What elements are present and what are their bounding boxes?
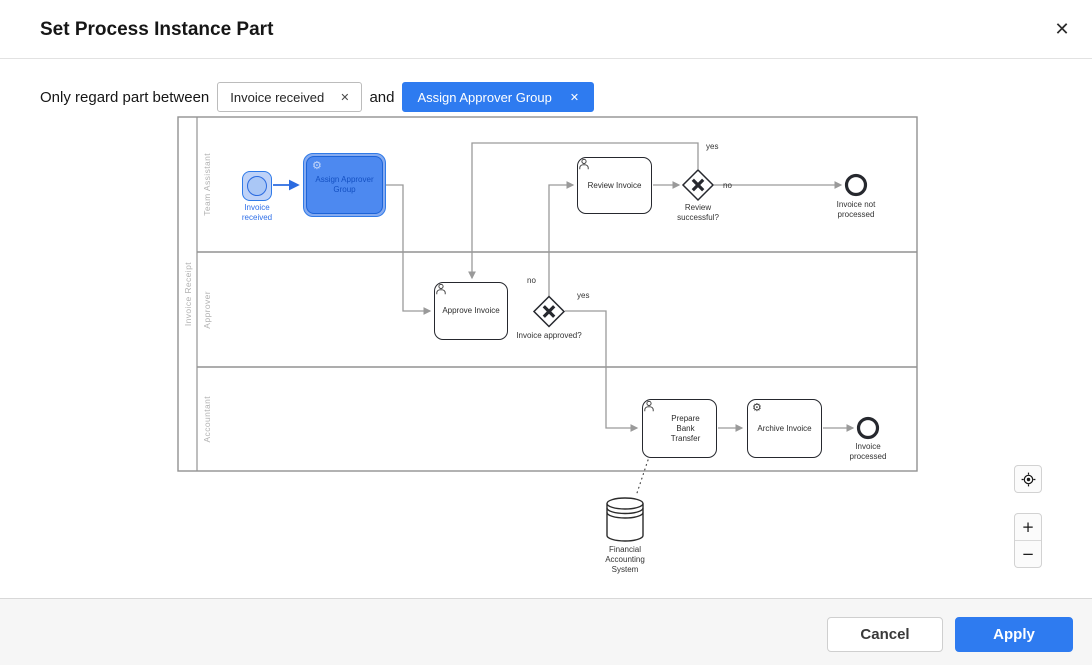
gateway-invoice-approved[interactable] [532, 295, 566, 328]
zoom-controls: + − [1014, 513, 1042, 568]
edge-label-review-yes: yes [706, 142, 719, 151]
start-event-invoice-received[interactable] [242, 171, 272, 201]
end-node-chip-label: Assign Approver Group [417, 89, 552, 105]
part-selector: Only regard part between Invoice receive… [40, 82, 595, 112]
pool-invoice-receipt[interactable] [177, 116, 918, 472]
reset-viewport-button[interactable] [1014, 465, 1042, 493]
task-prepare-bank-transfer[interactable]: Prepare Bank Transfer [642, 399, 717, 458]
gateway-review-successful[interactable] [681, 168, 715, 202]
end-not-processed-label: Invoice not processed [836, 200, 876, 219]
edge-label-approve-no: no [527, 276, 536, 285]
datastore-cylinder[interactable] [606, 497, 644, 542]
modal-footer: Cancel Apply [0, 598, 1092, 665]
end-event-invoice-not-processed[interactable] [844, 173, 868, 197]
close-icon[interactable]: ✕ [1048, 15, 1076, 43]
start-event-label: Invoice received [241, 203, 273, 222]
modal-header: Set Process Instance Part ✕ [0, 0, 1092, 59]
start-node-chip[interactable]: Invoice received ✕ [217, 82, 363, 112]
modal-title: Set Process Instance Part [40, 19, 274, 40]
lane-label-accountant: Accountant [201, 395, 212, 443]
task-label: Assign Approver Group [315, 175, 374, 194]
zoom-out-button[interactable]: − [1021, 545, 1035, 563]
lane-label-team-assistant: Team Assistant [201, 153, 212, 216]
start-node-chip-label: Invoice received [230, 89, 325, 105]
sequence-flows [386, 142, 855, 432]
user-task-person-icon [436, 283, 446, 295]
crosshair-icon [1021, 472, 1035, 486]
apply-button[interactable]: Apply [955, 617, 1073, 652]
user-task-person-icon [579, 158, 589, 170]
zoom-in-button[interactable]: + [1015, 514, 1041, 541]
task-label: Archive Invoice [757, 423, 812, 433]
selector-prefix-label: Only regard part between [40, 88, 210, 106]
task-assign-approver-group[interactable]: ⚙ Assign Approver Group [303, 153, 386, 217]
service-task-gear-icon: ⚙ [312, 159, 322, 172]
conjunction-label: and [369, 88, 395, 106]
bpmn-shapes-layer [177, 116, 918, 542]
task-label: Prepare Bank Transfer [670, 413, 701, 443]
start-event-circle [247, 176, 267, 196]
cancel-button[interactable]: Cancel [827, 617, 943, 652]
user-task-person-icon [644, 400, 654, 412]
gateway-approve-label: Invoice approved? [516, 331, 582, 340]
task-label: Approve Invoice [442, 306, 500, 315]
end-node-chip[interactable]: Assign Approver Group ✕ [402, 82, 595, 112]
end-processed-label: Invoice processed [849, 442, 887, 461]
service-task-gear-icon: ⚙ [752, 401, 762, 414]
datastore-label: Financial Accounting System [605, 545, 645, 574]
task-approve-invoice[interactable]: Approve Invoice [434, 282, 508, 340]
data-association [635, 459, 649, 497]
edge-label-approve-yes: yes [577, 291, 590, 300]
bpmn-canvas[interactable]: Invoice Receipt Team Assistant Approver … [175, 110, 925, 590]
lane-label-approver: Approver [201, 290, 212, 329]
edge-label-review-no: no [723, 181, 732, 190]
task-label: Review Invoice [587, 180, 642, 190]
task-review-invoice[interactable]: Review Invoice [577, 157, 652, 214]
remove-end-node-icon[interactable]: ✕ [569, 91, 580, 104]
gateway-review-label: Review successful? [677, 203, 719, 222]
end-event-invoice-processed[interactable] [856, 416, 880, 440]
remove-start-node-icon[interactable]: ✕ [340, 91, 350, 104]
task-archive-invoice[interactable]: ⚙ Archive Invoice [747, 399, 822, 458]
pool-label: Invoice Receipt [182, 261, 193, 327]
